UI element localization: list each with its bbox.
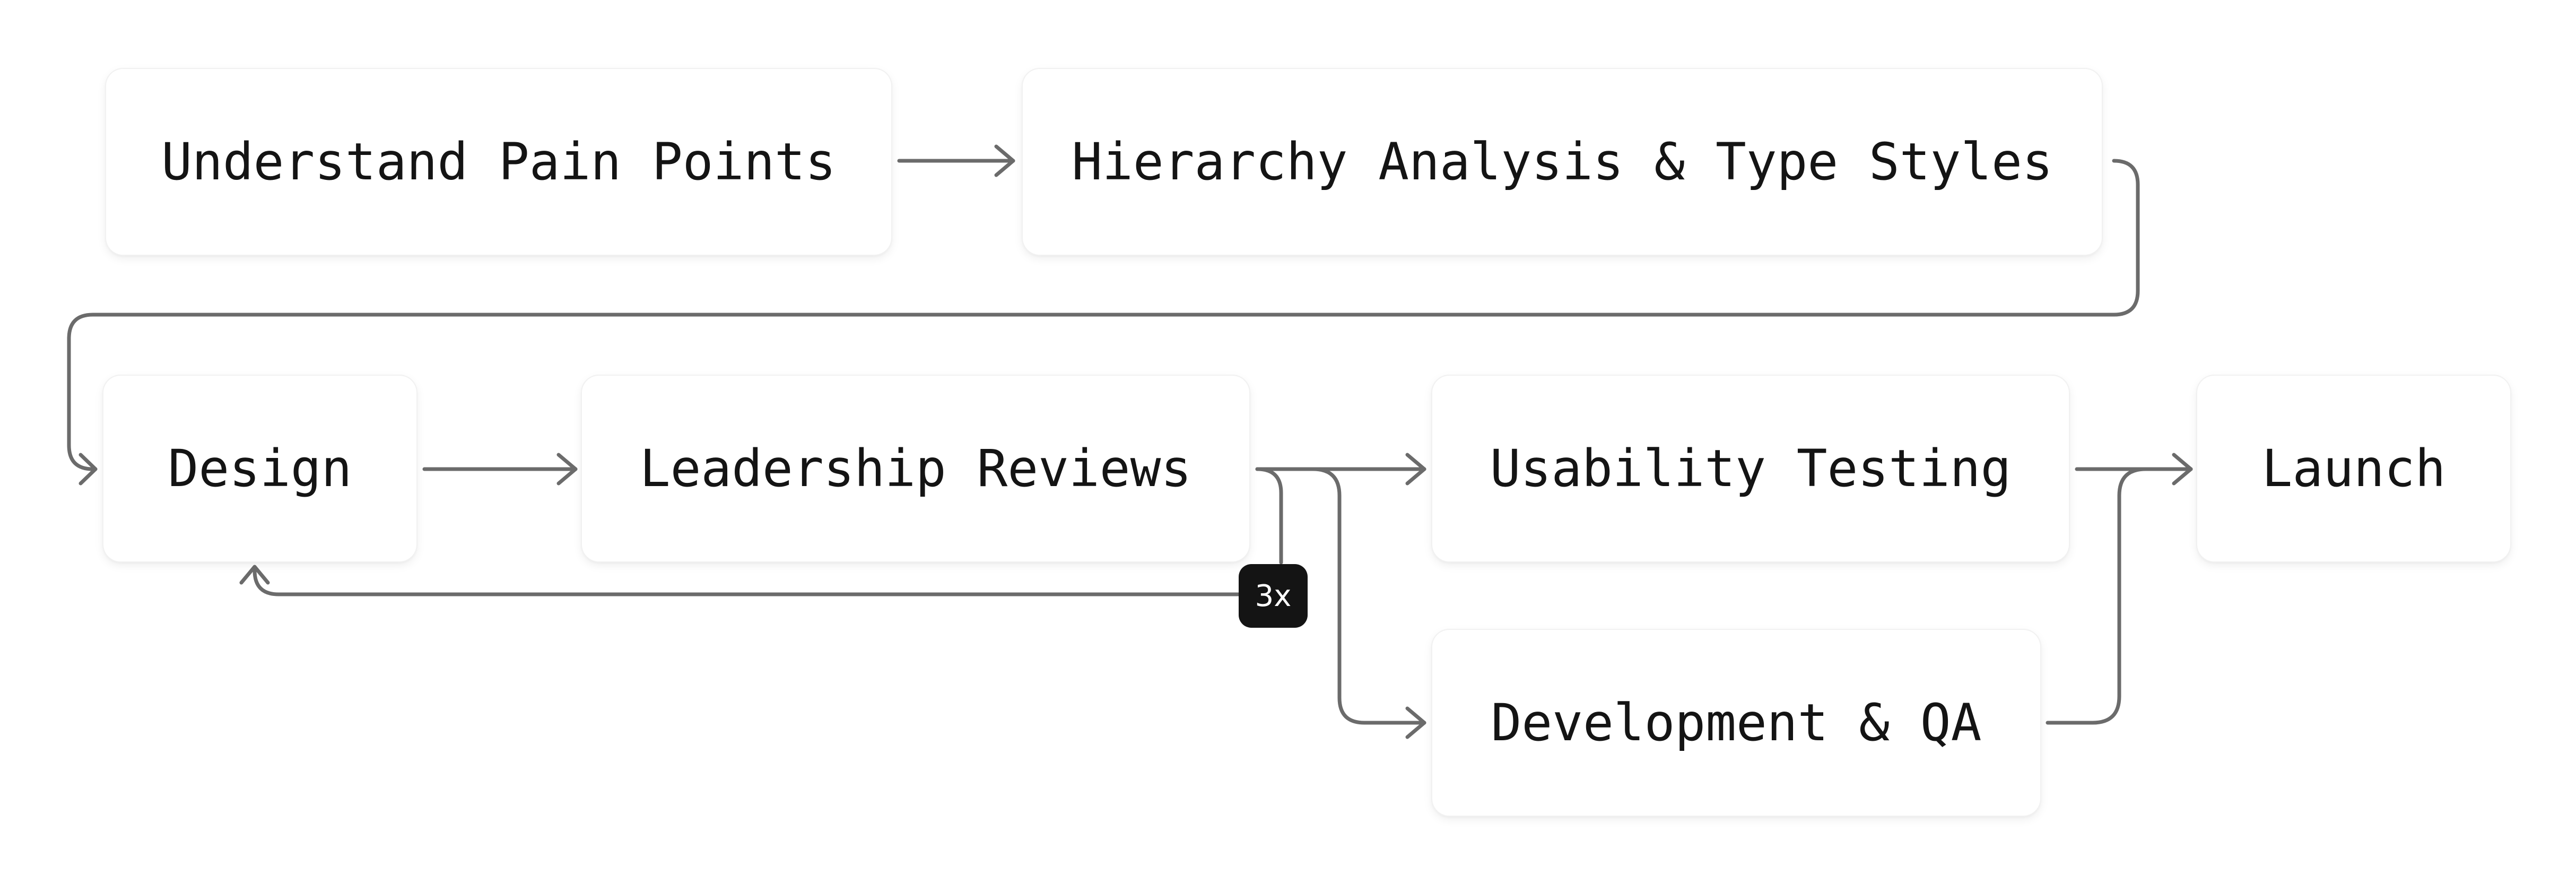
node-hierarchy-analysis: Hierarchy Analysis & Type Styles [1023, 69, 2102, 255]
node-usability-testing: Usability Testing [1432, 376, 2069, 561]
arrowhead-launch [2172, 453, 2193, 486]
node-hierarchy-analysis-label: Hierarchy Analysis & Type Styles [1072, 132, 2053, 192]
arrowhead-development [1405, 706, 1426, 739]
loop-count-badge: 3x [1239, 564, 1308, 628]
node-leadership-reviews: Leadership Reviews [582, 376, 1249, 561]
node-leadership-reviews-label: Leadership Reviews [639, 439, 1192, 498]
connector-leadership-to-development [1311, 467, 1426, 725]
arrowhead-usability [1405, 453, 1426, 486]
connector-loop-return [253, 568, 1241, 596]
node-design: Design [103, 376, 416, 561]
loop-count-label: 3x [1255, 578, 1292, 613]
node-design-label: Design [168, 439, 352, 498]
node-development-qa-label: Development & QA [1491, 693, 1982, 752]
arrowhead-design [79, 453, 98, 486]
connector-loop-back [1255, 467, 1283, 565]
arrowhead-hierarchy [994, 144, 1015, 177]
node-development-qa: Development & QA [1432, 630, 2040, 816]
arrowhead-leadership [556, 453, 578, 486]
node-usability-testing-label: Usability Testing [1490, 439, 2012, 498]
connector-development-to-launch [2046, 467, 2193, 725]
node-launch-label: Launch [2261, 439, 2446, 498]
node-understand-pain-points-label: Understand Pain Points [161, 132, 836, 192]
arrowhead-loop [239, 565, 270, 585]
node-understand-pain-points: Understand Pain Points [106, 69, 891, 255]
node-launch: Launch [2197, 376, 2510, 561]
